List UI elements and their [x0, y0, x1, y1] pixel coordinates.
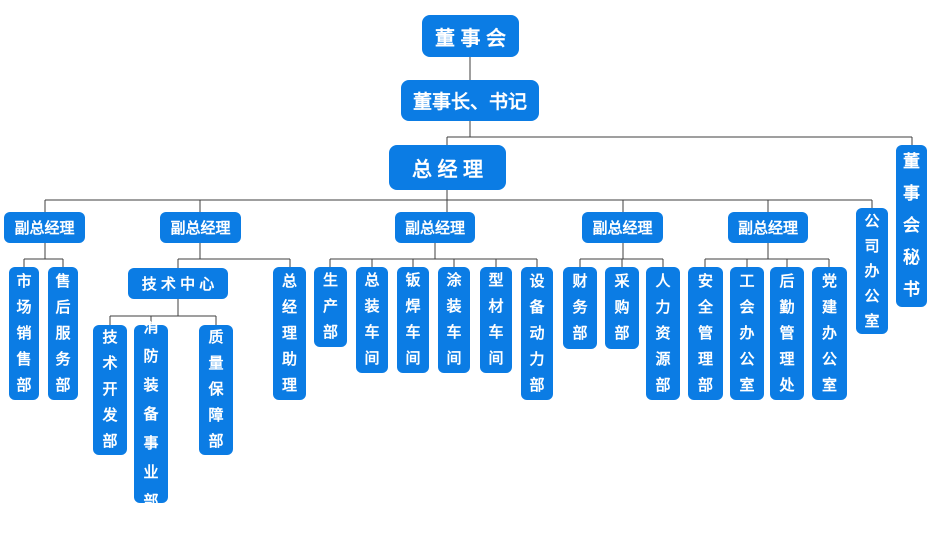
- node-quality-assurance-dept: 质量保障部: [199, 325, 233, 455]
- node-tech-development-dept: 技术开发部: [93, 325, 127, 455]
- node-purchasing-dept: 采购部: [605, 267, 639, 349]
- node-fire-equipment-division: 消防装备事业部: [134, 319, 168, 510]
- node-final-assembly-workshop: 总装车间: [356, 267, 388, 373]
- node-board: 董 事 会: [422, 15, 519, 57]
- node-sheet-metal-welding-workshop: 钣焊车间: [397, 267, 429, 373]
- node-board-secretary: 董事会秘书: [896, 145, 927, 307]
- node-general-manager: 总 经 理: [389, 145, 506, 190]
- node-company-office: 公司办公室: [856, 208, 888, 334]
- node-finance-dept: 财务部: [563, 267, 597, 349]
- node-party-building-office: 党建办公室: [812, 267, 847, 400]
- node-marketing-sales-dept: 市场销售部: [9, 267, 39, 400]
- node-deputy-gm-5: 副总经理: [728, 212, 808, 243]
- node-deputy-gm-1: 副总经理: [4, 212, 85, 243]
- node-deputy-gm-3: 副总经理: [395, 212, 475, 243]
- node-union-office: 工会办公室: [730, 267, 764, 400]
- node-tech-center: 技 术 中 心: [128, 268, 228, 299]
- node-gm-assistant: 总经理助理: [273, 267, 306, 400]
- node-after-sales-service-dept: 售后服务部: [48, 267, 78, 400]
- node-safety-management-dept: 安全管理部: [688, 267, 723, 400]
- node-production-dept: 生产部: [314, 267, 347, 347]
- node-painting-workshop: 涂装车间: [438, 267, 470, 373]
- node-chairman-secretary: 董事长、书记: [401, 80, 539, 121]
- node-logistics-management-office: 后勤管理处: [770, 267, 804, 400]
- node-profile-workshop: 型材车间: [480, 267, 512, 373]
- node-deputy-gm-2: 副总经理: [160, 212, 241, 243]
- node-equipment-power-dept: 设备动力部: [521, 267, 553, 400]
- node-deputy-gm-4: 副总经理: [582, 212, 663, 243]
- node-human-resources-dept: 人力资源部: [646, 267, 680, 400]
